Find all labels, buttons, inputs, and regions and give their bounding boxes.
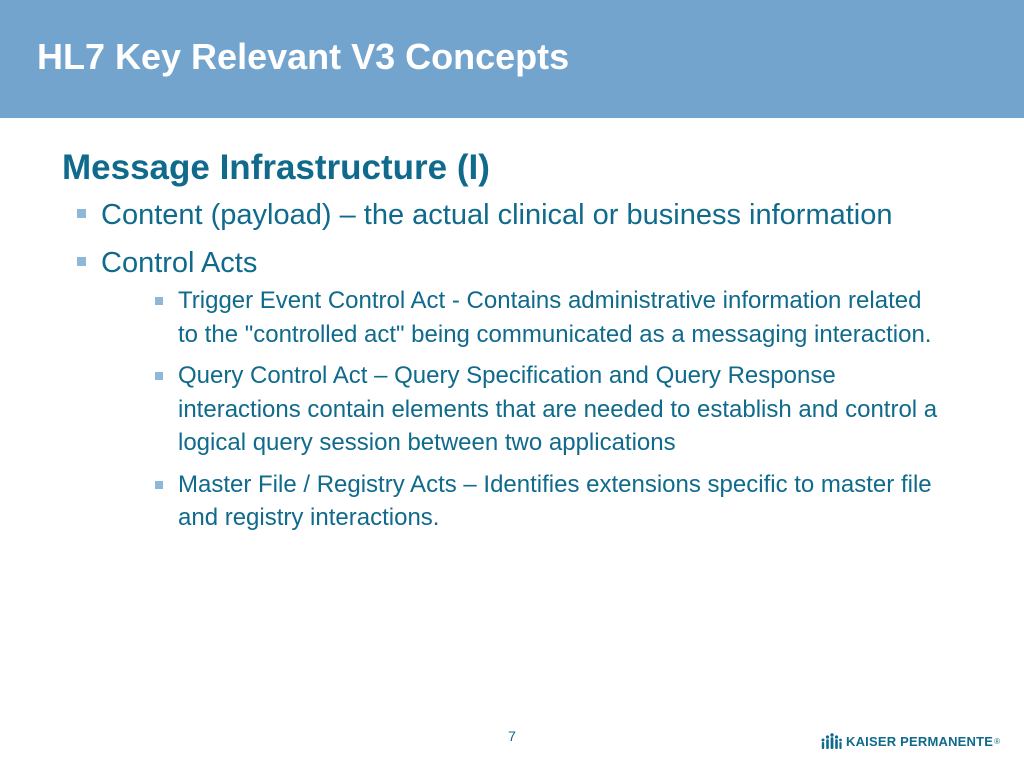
bullet-list: Content (payload) – the actual clinical … xyxy=(62,194,962,535)
sub-bullet-item-master-file: Master File / Registry Acts – Identifies… xyxy=(139,468,938,535)
title-bar: HL7 Key Relevant V3 Concepts xyxy=(0,0,1024,118)
slide-content: Message Infrastructure (I) Content (payl… xyxy=(62,146,962,543)
sub-bullet-text: Trigger Event Control Act - Contains adm… xyxy=(178,287,932,348)
section-heading: Message Infrastructure (I) xyxy=(62,148,490,187)
kaiser-figures-icon xyxy=(821,733,842,749)
bullet-item-control-acts: Control Acts Trigger Event Control Act -… xyxy=(62,242,937,535)
kaiser-permanente-logo: KAISER PERMANENTE ® xyxy=(820,730,1000,752)
sub-bullet-item-query-control: Query Control Act – Query Specification … xyxy=(139,359,938,460)
sub-bullet-text: Query Control Act – Query Specification … xyxy=(178,362,938,456)
page-number: 7 xyxy=(508,728,516,744)
bullet-text: Content (payload) – the actual clinical … xyxy=(101,199,893,231)
sub-bullet-list: Trigger Event Control Act - Contains adm… xyxy=(139,284,937,535)
slide-title: HL7 Key Relevant V3 Concepts xyxy=(37,36,570,77)
square-bullet-icon xyxy=(155,480,163,489)
bullet-text: Control Acts xyxy=(101,247,258,279)
sub-bullet-item-trigger-event: Trigger Event Control Act - Contains adm… xyxy=(139,284,938,351)
sub-bullet-text: Master File / Registry Acts – Identifies… xyxy=(178,470,932,532)
square-bullet-icon xyxy=(155,297,163,305)
square-bullet-icon xyxy=(77,257,86,266)
square-bullet-icon xyxy=(155,372,163,380)
logo-text: KAISER PERMANENTE xyxy=(846,733,994,749)
registered-mark: ® xyxy=(994,736,1001,746)
square-bullet-icon xyxy=(77,209,86,218)
bullet-item-content: Content (payload) – the actual clinical … xyxy=(62,194,901,236)
